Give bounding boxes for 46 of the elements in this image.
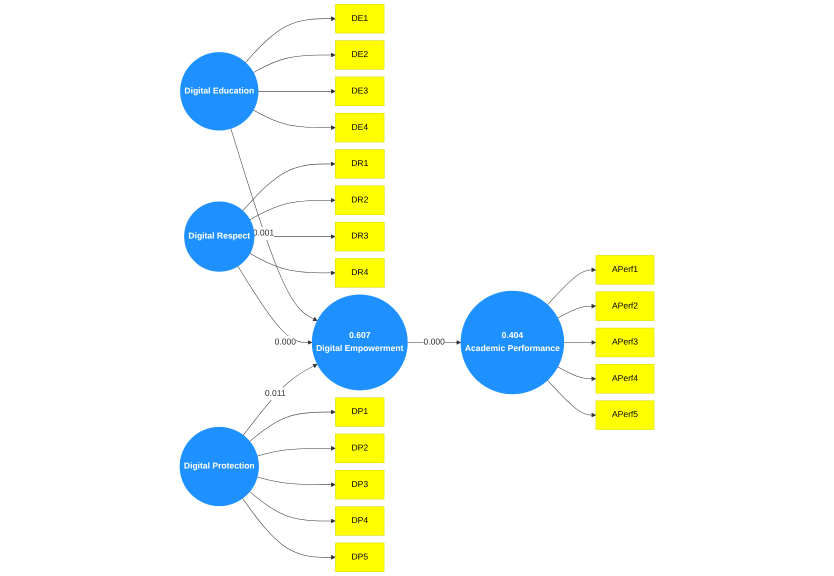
arrow [249, 491, 336, 524]
arrow [250, 198, 336, 220]
arrow [242, 162, 336, 212]
arrow [253, 52, 336, 73]
arrow [245, 16, 336, 63]
node-box: APerf4 [596, 364, 654, 394]
node-circle: Digital Education [180, 52, 258, 130]
arrow [249, 410, 336, 442]
node-box: DP3 [335, 470, 384, 500]
arrow [256, 476, 336, 488]
node-box: DP5 [335, 542, 384, 572]
node-box: DE3 [335, 76, 384, 106]
edge-label: 0.011 [264, 388, 286, 398]
node-circle: 0.404 Academic Performance [460, 290, 564, 394]
node-box: APerf5 [596, 400, 654, 430]
arrow [557, 366, 596, 382]
node-circle: Digital Protection [180, 426, 259, 506]
node-box: DE1 [335, 4, 384, 34]
node-box: DP1 [335, 397, 384, 427]
node-box: DR4 [334, 258, 385, 288]
arrow [547, 380, 596, 418]
node-circle: Digital Respect [184, 201, 254, 272]
node-box: APerf3 [596, 328, 654, 358]
arrow [253, 110, 336, 130]
node-box: DR3 [334, 222, 385, 252]
arrow [256, 446, 336, 456]
arrow [237, 266, 312, 345]
arrow [230, 128, 318, 321]
node-box: DP2 [335, 434, 384, 464]
node-circle: 0.607 Digital Empowerment [312, 294, 408, 390]
node-box: DE2 [335, 40, 384, 70]
edge-label: 0.000 [423, 338, 445, 347]
node-box: APerf1 [596, 255, 654, 285]
node-box: DR1 [334, 149, 385, 179]
edge-label: 0.000 [274, 338, 296, 347]
arrow [258, 88, 336, 94]
arrow [564, 340, 596, 345]
arrow [547, 268, 596, 306]
node-box: APerf2 [596, 291, 654, 321]
arrow [250, 253, 336, 276]
node-box: DP4 [335, 506, 384, 536]
node-box: DE4 [335, 112, 384, 142]
arrow [557, 304, 596, 318]
node-box: DR2 [334, 186, 385, 215]
arrow [242, 498, 336, 560]
arrow [243, 364, 318, 436]
